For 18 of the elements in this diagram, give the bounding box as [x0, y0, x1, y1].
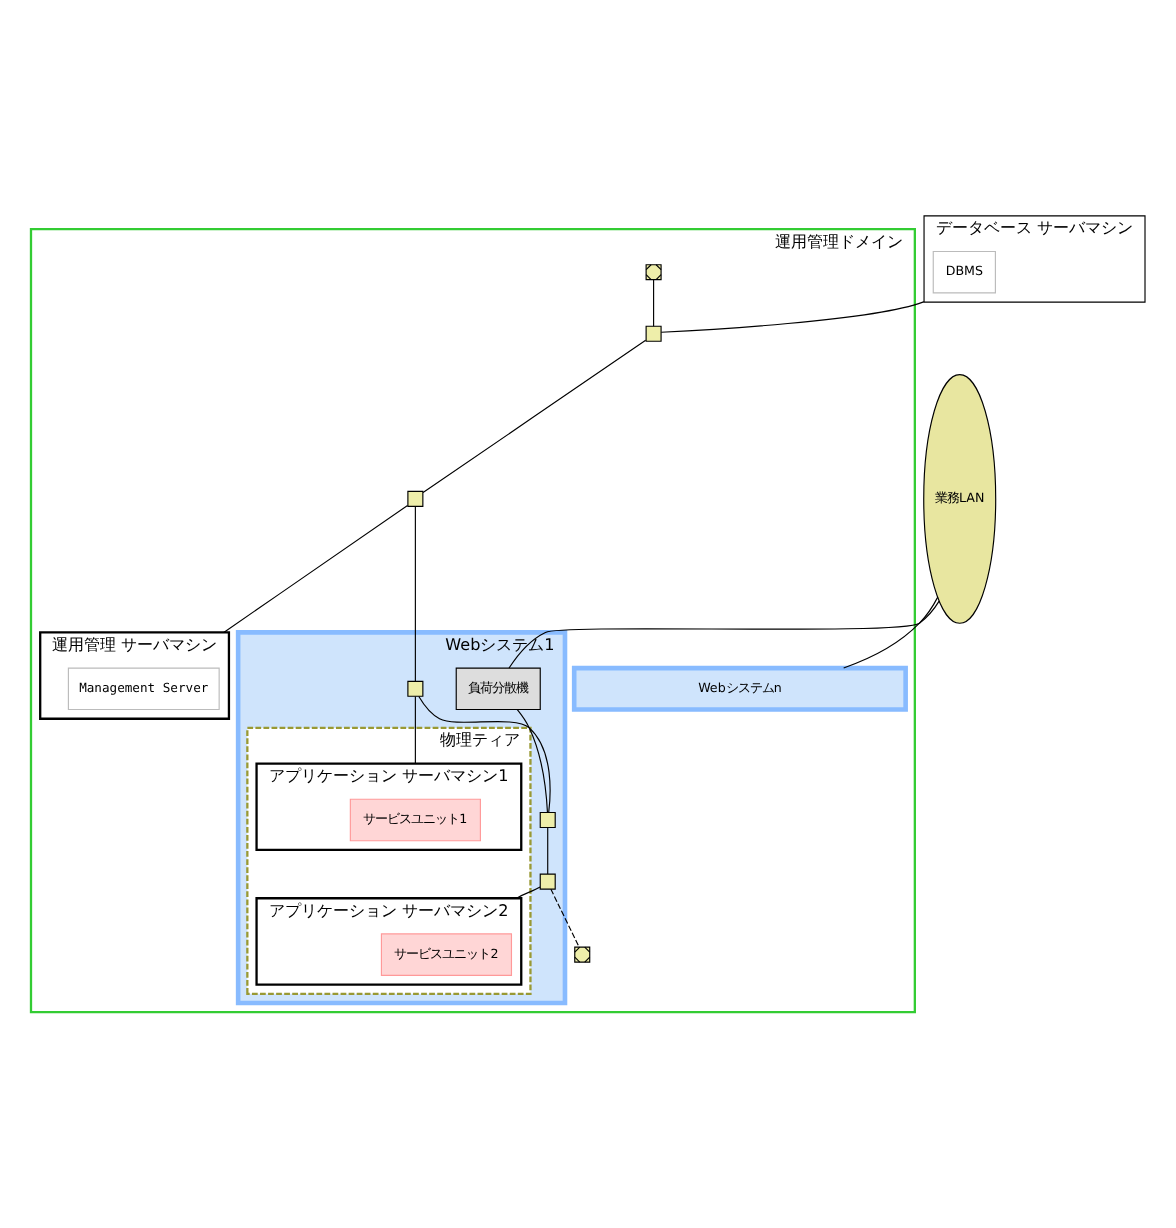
connector: [547, 826, 549, 875]
node-box: [645, 325, 662, 342]
connector: [660, 301, 925, 333]
node-box: [407, 680, 424, 697]
connector: [843, 596, 939, 669]
connector: [653, 279, 655, 327]
connector: [418, 695, 551, 813]
node-box: [539, 811, 556, 829]
node-box: [407, 490, 424, 507]
connector: [516, 709, 549, 813]
connector: [508, 600, 940, 669]
connector: [223, 504, 409, 633]
node-box: [539, 873, 556, 890]
connector: [422, 339, 647, 494]
connector: [414, 506, 416, 682]
connector: [414, 695, 416, 765]
connector: [550, 888, 580, 948]
connector: [516, 886, 541, 899]
